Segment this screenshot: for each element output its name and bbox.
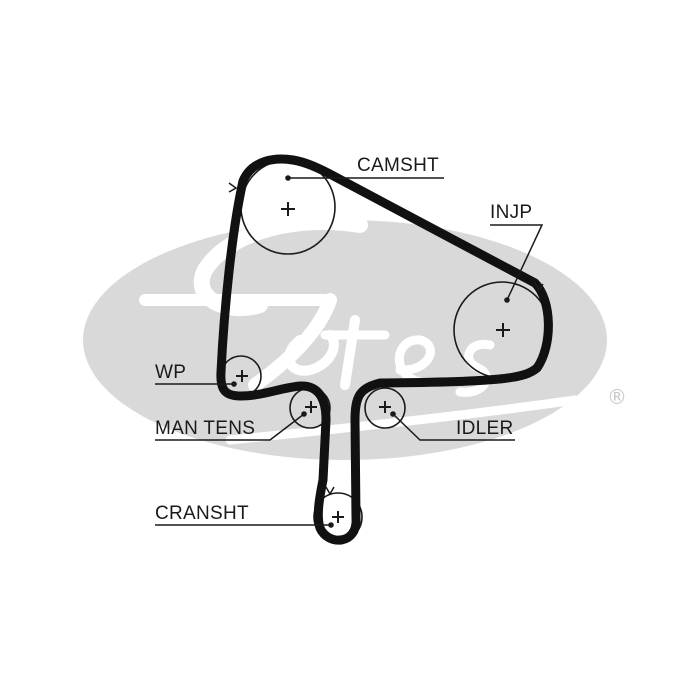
camshaft-center-mark	[281, 202, 295, 216]
water-pump-center-mark	[236, 370, 248, 382]
manual-tensioner-leader	[155, 413, 305, 441]
injection-pump-leader	[490, 224, 544, 301]
registered-mark: ®	[607, 385, 627, 409]
injection-pump-center-mark	[496, 323, 510, 337]
injection-pump-timing-mark	[534, 282, 544, 292]
camshaft-timing-mark	[228, 182, 238, 193]
manual-tensioner-center-mark	[305, 401, 317, 413]
timing-belt	[216, 154, 553, 545]
injection-pump-label: INJP	[490, 202, 532, 223]
crankshaft-label: CRANSHT	[155, 503, 249, 524]
camshaft-label: CAMSHT	[357, 155, 439, 176]
idler-label: IDLER	[456, 418, 513, 439]
idler-leader	[392, 413, 515, 441]
idler-pulley	[364, 387, 406, 429]
manual-tensioner-label: MAN TENS	[155, 418, 255, 439]
water-pump-label: WP	[155, 362, 186, 383]
idler-center-mark	[379, 401, 391, 413]
crankshaft-center-mark	[332, 511, 344, 523]
crankshaft-timing-mark	[325, 486, 335, 496]
